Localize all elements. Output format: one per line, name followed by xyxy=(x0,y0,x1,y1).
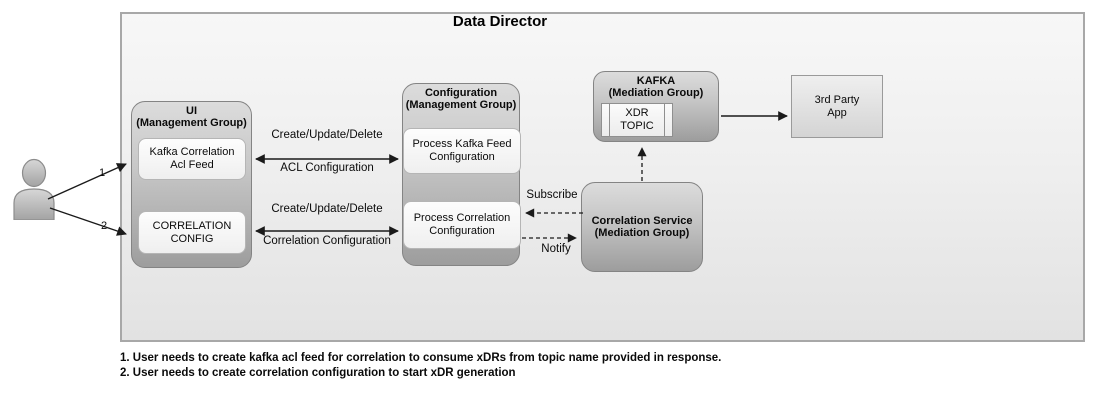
correlation-service-title: Correlation Service (Mediation Group) xyxy=(592,215,693,239)
configuration-group-title-line2: (Management Group) xyxy=(405,99,517,111)
edge-label-acl-create-update-delete: Create/Update/Delete xyxy=(271,129,383,141)
node-third-party-app-label: 3rd Party App xyxy=(814,93,860,119)
user-actor-icon xyxy=(13,158,55,220)
kafka-group-title-line2: (Mediation Group) xyxy=(608,87,704,99)
footer-notes: 1. User needs to create kafka acl feed f… xyxy=(120,351,721,381)
configuration-group-title-line1: Configuration xyxy=(424,87,498,99)
node-third-party-app: 3rd Party App xyxy=(791,75,883,138)
kafka-group-title-line1: KAFKA xyxy=(636,75,676,87)
diagram-title: Data Director xyxy=(452,13,548,30)
ui-management-group: UI (Management Group) Kafka Correlation … xyxy=(131,101,252,268)
correlation-service-title-line2: (Mediation Group) xyxy=(594,227,690,239)
edge-label-acl-configuration: ACL Configuration xyxy=(280,162,374,174)
edge-label-correlation-configuration: Correlation Configuration xyxy=(263,235,391,247)
data-director-container xyxy=(120,12,1085,342)
node-kafka-correlation-acl-feed: Kafka Correlation Acl Feed xyxy=(138,138,246,180)
node-process-kafka-feed-configuration: Process Kafka Feed Configuration xyxy=(403,128,521,174)
node-kafka-correlation-acl-feed-label: Kafka Correlation Acl Feed xyxy=(149,146,235,171)
edge-label-2: 2 xyxy=(101,220,108,232)
footer-note-1: 1. User needs to create kafka acl feed f… xyxy=(120,352,722,364)
node-process-correlation-configuration: Process Correlation Configuration xyxy=(403,201,521,249)
node-correlation-config-label: CORRELATION CONFIG xyxy=(152,219,232,245)
ui-group-title-line1: UI xyxy=(186,105,197,117)
correlation-service-group: Correlation Service (Mediation Group) xyxy=(581,182,703,272)
edge-label-corr-create-update-delete: Create/Update/Delete xyxy=(271,203,383,215)
node-process-correlation-configuration-label: Process Correlation Configuration xyxy=(413,212,511,237)
configuration-group-title: Configuration (Management Group) xyxy=(403,84,519,111)
node-xdr-topic: XDR TOPIC xyxy=(601,103,673,137)
xdr-topic-left-bar xyxy=(609,104,610,136)
xdr-topic-right-bar xyxy=(664,104,665,136)
footer-note-2: 2. User needs to create correlation conf… xyxy=(120,367,516,379)
node-process-kafka-feed-configuration-label: Process Kafka Feed Configuration xyxy=(412,138,512,163)
node-correlation-config: CORRELATION CONFIG xyxy=(138,211,246,254)
correlation-service-title-line1: Correlation Service xyxy=(591,215,693,227)
node-xdr-topic-label: XDR TOPIC xyxy=(620,107,654,132)
edge-label-subscribe: Subscribe xyxy=(526,189,578,201)
configuration-management-group: Configuration (Management Group) Process… xyxy=(402,83,521,266)
edge-label-1: 1 xyxy=(99,167,106,179)
kafka-mediation-group: KAFKA (Mediation Group) XDR TOPIC xyxy=(593,71,719,142)
edge-label-notify: Notify xyxy=(541,243,571,255)
kafka-group-title: KAFKA (Mediation Group) xyxy=(594,72,718,99)
ui-group-title: UI (Management Group) xyxy=(132,102,251,129)
ui-group-title-line2: (Management Group) xyxy=(136,117,247,129)
